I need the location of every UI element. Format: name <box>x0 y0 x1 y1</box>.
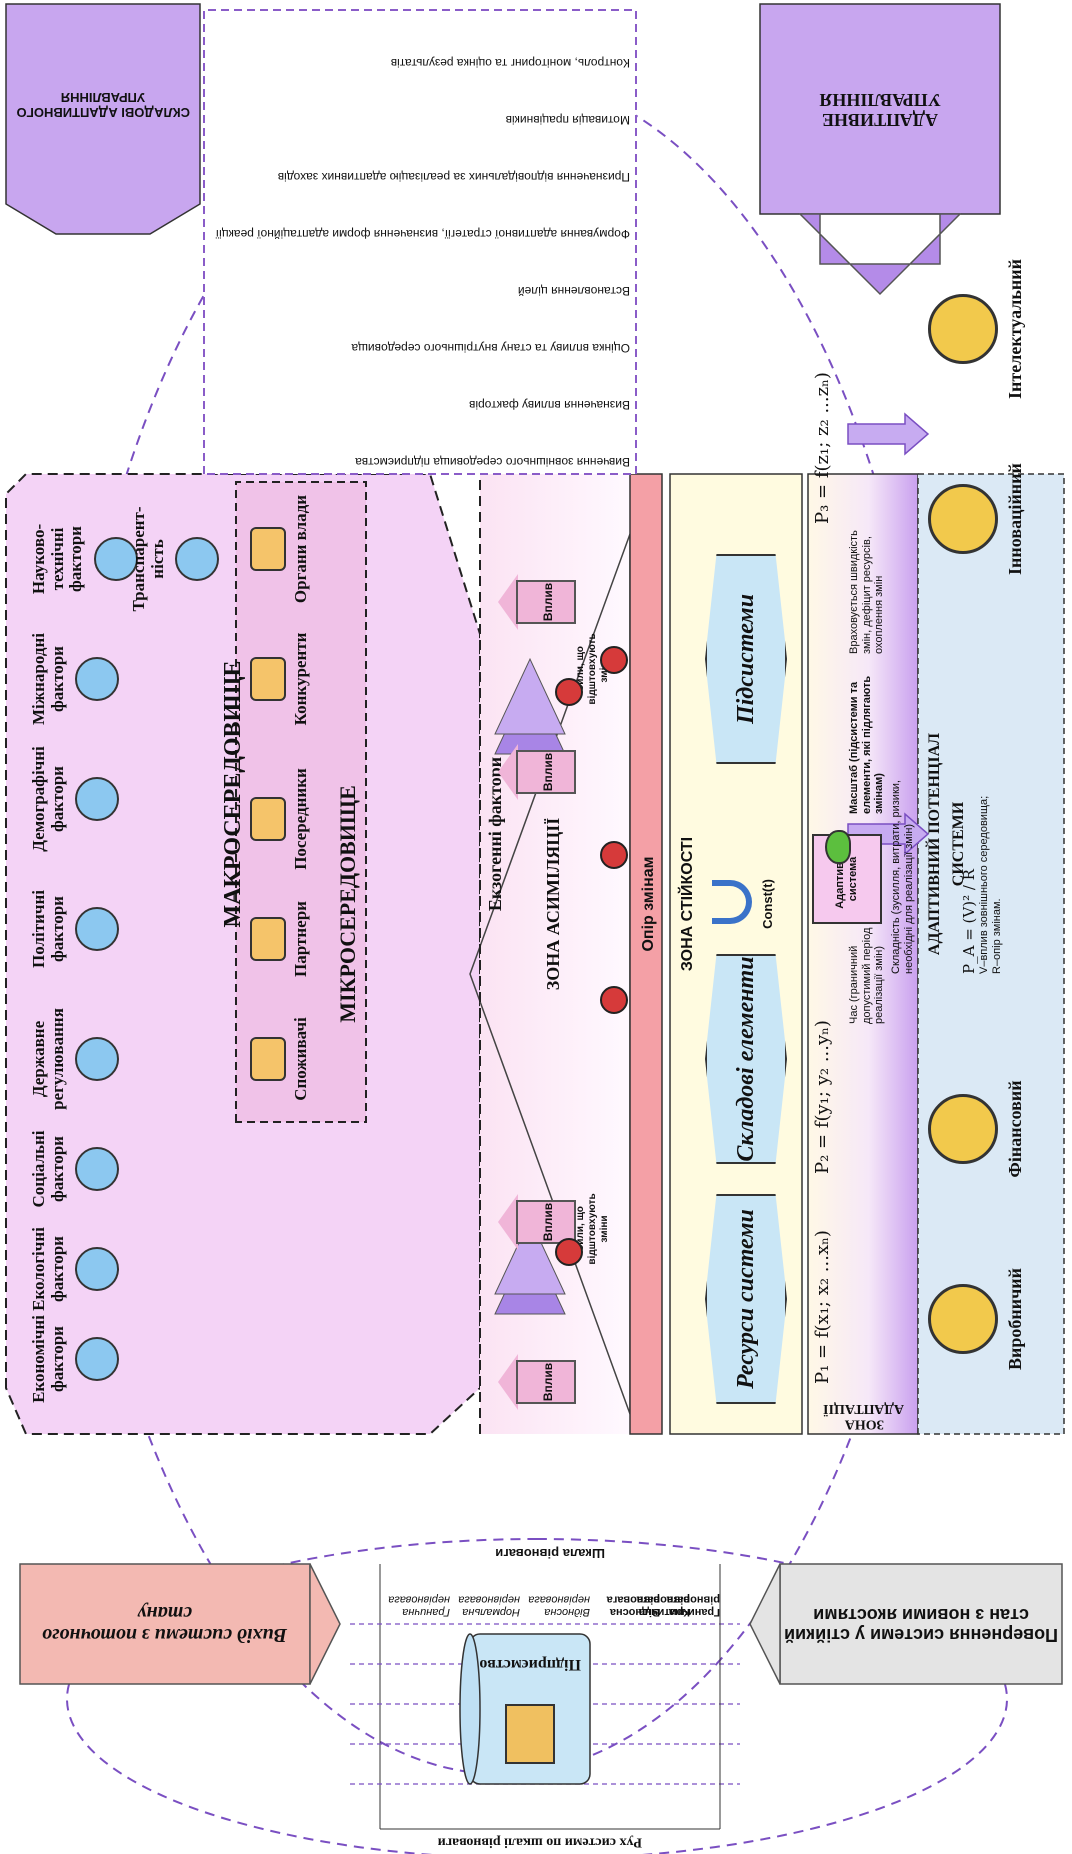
chameleon-icon <box>825 830 851 864</box>
scale-level-0: Гранична нерівновага <box>388 1593 450 1618</box>
potential-item: Інтелектуальний <box>928 244 1026 414</box>
boxing-glove-icon <box>600 646 628 674</box>
macro-factor: Екологічні фактори <box>29 1214 120 1324</box>
management-item: Формування адаптивної стратегії, визначе… <box>215 227 630 241</box>
glass-icon <box>175 537 220 581</box>
equation-1: P₁ = f(x₁; x₂ ...xₙ) <box>812 1230 833 1384</box>
micro-item: Конкуренти <box>250 624 311 734</box>
considered-note: Враховується швидкість змін, дефіцит рес… <box>848 530 886 654</box>
potential-item: Виробничий <box>928 1234 1026 1404</box>
management-item: Мотивація працівників <box>505 113 630 127</box>
macro-factor: Державне регулювання <box>29 1004 120 1114</box>
resistance-label: Опір змінам <box>640 856 657 952</box>
competitors-icon <box>250 657 286 701</box>
enterprise-cylinder: Підприємство <box>470 1634 590 1784</box>
macro-factor: Соціальні фактори <box>29 1114 120 1224</box>
micro-item: Споживачі <box>250 1004 311 1114</box>
management-header: СКЛАДОВІ АДАПТИВНОГО УПРАВЛІННЯ <box>16 90 190 120</box>
boxing-glove-icon <box>555 1238 583 1266</box>
innovation-gear-icon <box>928 484 998 554</box>
management-item: Встановлення цілей <box>517 284 630 298</box>
intermediaries-icon <box>250 797 286 841</box>
scale-level-5: Гранична рівновага <box>666 1593 720 1618</box>
influence-arrow: Вплив <box>498 574 576 630</box>
boxing-glove-icon <box>555 678 583 706</box>
macro-factor: Міжнародні фактори <box>29 624 120 734</box>
stability-element-1: Складові елементи <box>705 954 787 1164</box>
macro-factor: Науково-технічні фактори <box>29 504 139 614</box>
factory-icon <box>505 1704 555 1764</box>
handshake-icon <box>250 917 286 961</box>
stability-element-2: Підсистеми <box>705 554 787 764</box>
micro-item: Партнери <box>250 884 311 994</box>
macro-factor: Транспарент-ність <box>129 504 220 614</box>
stability-element-0: Ресурси системи <box>705 1194 787 1404</box>
brain-bulb-icon <box>928 294 998 364</box>
management-item: Оцінка впливу та стану внутрішнього сере… <box>351 341 630 355</box>
macro-factor: Демографічні фактори <box>29 744 120 854</box>
management-item: Вивчення зовнішнього середовища підприєм… <box>355 455 630 469</box>
micro-item: Органи влади <box>250 494 311 604</box>
micro-item: Посередники <box>250 764 311 874</box>
assimilation-zone-title: ЗОНА АСИМІЛЯЦІЇ <box>543 817 563 991</box>
consumers-icon <box>250 1037 286 1081</box>
politicians-icon <box>75 907 120 951</box>
movement-caption: Рух системи по шкалі рівноваги <box>437 1834 643 1850</box>
piggy-bank-icon <box>928 1094 998 1164</box>
adaptive-management-title: АДАПТИВНЕ УПРАВЛІННЯ <box>819 90 941 130</box>
crowd-icon <box>75 777 120 821</box>
government-building-icon <box>250 527 286 571</box>
calculator-icon <box>75 1337 120 1381</box>
scale-title: Шкала рівноваги <box>495 1545 605 1561</box>
micro-title: МІКРОСЕРЕДОВИЩЕ <box>335 785 360 1023</box>
potential-item: Фінансовий <box>928 1044 1026 1214</box>
people-hands-icon <box>75 1147 120 1191</box>
scale-note: Масштаб (підсистеми та елементи, які під… <box>848 675 886 814</box>
potential-formula: P_A = (V)² / R V–вплив зовнішнього серед… <box>960 795 1003 974</box>
scale-level-2: Відносна нерівновага <box>528 1593 590 1618</box>
influence-arrow: Вплив <box>498 1194 576 1250</box>
earth-plant-icon <box>75 1247 120 1291</box>
const-label: Const(t) <box>760 879 775 929</box>
complexity-note: Складність (зусилля, витрати, ризики, не… <box>890 780 915 974</box>
scale-level-1: Нормальна нерівновага <box>458 1593 520 1618</box>
exit-box: Вихід системи з поточного стану <box>42 1602 288 1646</box>
influence-arrow: Вплив <box>498 1354 576 1410</box>
macro-title: МАКРОСЕРЕДОВИЩЕ <box>220 660 246 928</box>
influence-arrow: Вплив <box>498 744 576 800</box>
management-item: Контроль, моніторинг та оцінка результат… <box>390 56 630 70</box>
adaptation-zone-title: ЗОНА АДАПТАЦІЇ <box>823 1401 905 1432</box>
gear-bulb-icon <box>928 1284 998 1354</box>
stability-zone-title: ЗОНА СТІЙКОСТІ <box>679 836 696 972</box>
potential-item: Інноваційний <box>928 434 1026 604</box>
return-box: Повернення системи у стійкий стан з нови… <box>784 1605 1058 1645</box>
macro-factor: Політичні фактори <box>29 874 120 984</box>
boxing-glove-icon <box>600 841 628 869</box>
equation-3: P₃ = f(z₁; z₂ ...zₙ) <box>812 372 833 524</box>
equation-2: P₂ = f(y₁; y₂ ...yₙ) <box>812 1020 833 1174</box>
globe-icon <box>75 657 120 701</box>
boxing-glove-icon <box>600 986 628 1014</box>
regulation-icon <box>75 1037 120 1081</box>
management-item: Визначення впливу факторів <box>469 398 630 412</box>
management-item: Призначення відповідальних за реалізацію… <box>277 170 630 184</box>
